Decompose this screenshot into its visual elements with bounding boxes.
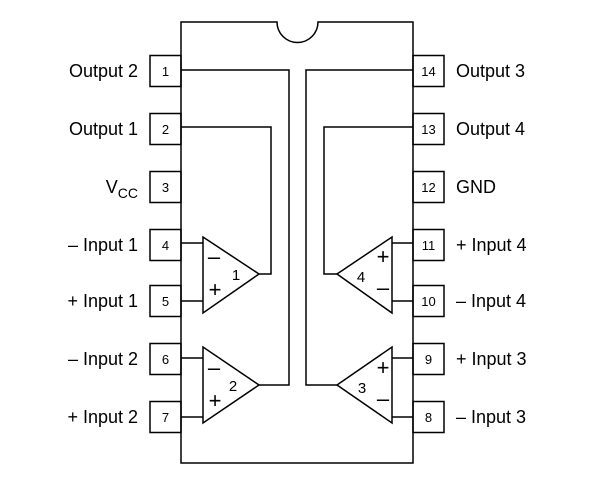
pin-label: – Input 1 (68, 235, 138, 255)
pin-12: 12 GND (412, 170, 496, 204)
op-amp-number: 4 (357, 269, 365, 286)
pin-3: 3 VCC (106, 170, 182, 204)
pin-box (149, 170, 182, 204)
pin-number: 1 (162, 64, 169, 79)
op-amp-2: – + 2 (202, 345, 261, 425)
op-amp-number: 2 (229, 378, 237, 395)
pin-5: 5 + Input 1 (67, 284, 182, 318)
pin-number: 8 (425, 410, 432, 425)
op-amp-plus: + (377, 355, 390, 380)
pin-box (412, 112, 445, 146)
pin-label-text: – Input 3 (456, 407, 526, 427)
pin-9: 9 + Input 3 (412, 342, 527, 376)
op-amp-minus: – (377, 275, 390, 300)
pin-label-text: GND (456, 177, 496, 197)
pin-box (412, 170, 445, 204)
pin-number: 10 (421, 294, 435, 309)
pin-label-text: + Input 2 (67, 407, 138, 427)
pin-number: 12 (421, 180, 435, 195)
pin-label-subscript: CC (118, 185, 138, 201)
pin-box (412, 228, 445, 262)
pin-label: + Input 1 (67, 291, 138, 311)
op-amp-minus: – (208, 355, 221, 380)
pin-label-text: Output 3 (456, 61, 525, 81)
pin-label: Output 3 (456, 61, 525, 81)
pin-number: 3 (162, 180, 169, 195)
pin-8: 8 – Input 3 (412, 400, 526, 434)
op-amp-plus: + (377, 244, 390, 269)
pin-number: 14 (421, 64, 435, 79)
pin-label-text: V (106, 177, 118, 197)
pin-box (149, 342, 182, 376)
op-amp-number: 3 (358, 380, 366, 397)
pin-label-text: – Input 1 (68, 235, 138, 255)
op-amp-4: + – 4 (335, 235, 393, 315)
op-amp-plus: + (209, 388, 222, 413)
pin-number: 5 (162, 294, 169, 309)
pin-label-text: – Input 2 (68, 349, 138, 369)
op-amp-3: + – 3 (335, 345, 393, 425)
pin-label-text: Output 4 (456, 119, 525, 139)
pin-label: Output 4 (456, 119, 525, 139)
pin-number: 13 (421, 122, 435, 137)
internal-wiring (181, 69, 413, 418)
pin-10: 10 – Input 4 (412, 284, 526, 318)
pin-4: 4 – Input 1 (68, 228, 182, 262)
op-amp-minus: – (377, 386, 390, 411)
pin-label-text: + Input 4 (456, 235, 527, 255)
pin-label: Output 1 (69, 119, 138, 139)
pin-11: 11 + Input 4 (412, 228, 527, 262)
pin-box (412, 342, 445, 376)
op-amp-plus: + (209, 277, 222, 302)
pin-box (149, 228, 182, 262)
op-amp-1: – + 1 (202, 235, 261, 315)
pin-label-text: Output 1 (69, 119, 138, 139)
pin-box (149, 54, 182, 88)
pin-label: + Input 2 (67, 407, 138, 427)
pin-label-text: – Input 4 (456, 291, 526, 311)
pin-box (149, 112, 182, 146)
pin-13: 13 Output 4 (412, 112, 525, 146)
pin-6: 6 – Input 2 (68, 342, 182, 376)
pin-number: 7 (162, 410, 169, 425)
pin-2: 2 Output 1 (69, 112, 182, 146)
pin-label: Output 2 (69, 61, 138, 81)
pin-label: + Input 4 (456, 235, 527, 255)
pin-number: 11 (422, 238, 436, 253)
pin-label-text: + Input 1 (67, 291, 138, 311)
pin-label: GND (456, 177, 496, 197)
pin-number: 6 (162, 352, 169, 367)
pin-box (412, 54, 445, 88)
pin-label: + Input 3 (456, 349, 527, 369)
op-amp-minus: – (208, 244, 221, 269)
pin-14: 14 Output 3 (412, 54, 525, 88)
pin-number: 4 (162, 238, 169, 253)
pin-label-text: + Input 3 (456, 349, 527, 369)
pin-label-text: Output 2 (69, 61, 138, 81)
pin-label: – Input 2 (68, 349, 138, 369)
op-amp-number: 1 (232, 267, 240, 284)
pin-1: 1 Output 2 (69, 54, 182, 88)
ic-body (180, 21, 414, 464)
pin-7: 7 + Input 2 (67, 400, 182, 434)
pin-label: – Input 3 (456, 407, 526, 427)
pin-label: – Input 4 (456, 291, 526, 311)
pin-number: 9 (425, 352, 432, 367)
pin-label: VCC (106, 177, 138, 201)
pin-number: 2 (162, 122, 169, 137)
